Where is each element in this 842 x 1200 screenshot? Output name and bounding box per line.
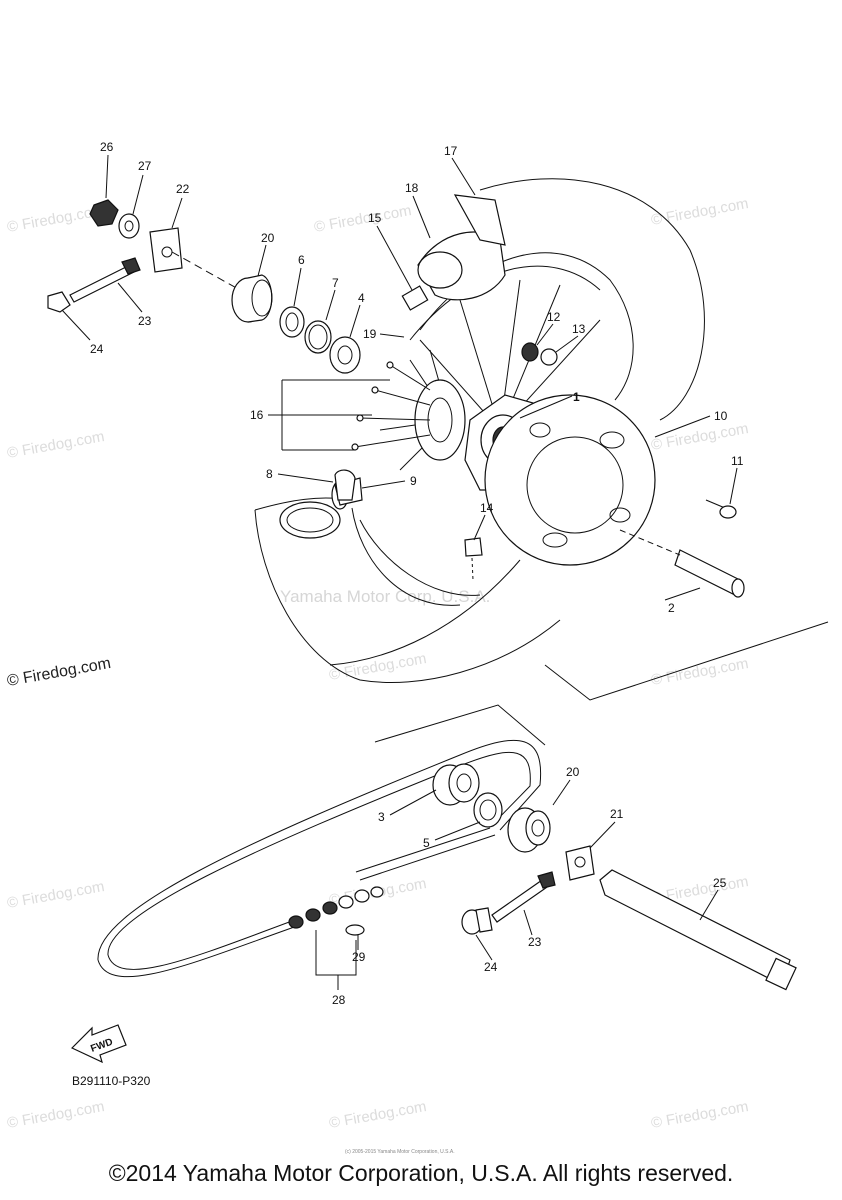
exploded-view-drawing: © Firedog.com © Firedog.com © Firedog.co… bbox=[6, 140, 829, 1155]
callouts: 26 27 22 20 6 7 4 23 24 17 18 15 19 12 1… bbox=[90, 140, 744, 1007]
diagram-code: B291110-P320 bbox=[72, 1074, 151, 1088]
callout-10: 10 bbox=[714, 409, 728, 423]
callout-7: 7 bbox=[332, 276, 339, 290]
callout-23: 23 bbox=[528, 935, 542, 949]
callout-1: 1 bbox=[573, 390, 580, 404]
watermark: © Firedog.com bbox=[6, 202, 106, 236]
callout-2: 2 bbox=[668, 601, 675, 615]
callout-22: 22 bbox=[176, 182, 190, 196]
callout-24: 24 bbox=[484, 960, 498, 974]
callout-11: 11 bbox=[731, 454, 744, 468]
callout-29: 29 bbox=[352, 950, 366, 964]
callout-24: 24 bbox=[90, 342, 104, 356]
callout-12: 12 bbox=[547, 310, 561, 324]
watermark: © Firedog.com bbox=[6, 878, 106, 912]
callout-25: 25 bbox=[713, 876, 727, 890]
callout-8: 8 bbox=[266, 467, 273, 481]
watermark: © Firedog.com bbox=[313, 202, 413, 236]
callout-28: 28 bbox=[332, 993, 346, 1007]
callout-16: 16 bbox=[250, 408, 264, 422]
assembly-outline bbox=[374, 621, 829, 746]
watermark: © Firedog.com bbox=[650, 1098, 750, 1132]
callout-27: 27 bbox=[138, 159, 152, 173]
watermark: © Firedog.com bbox=[650, 195, 750, 229]
callout-13: 13 bbox=[572, 322, 586, 336]
callout-6: 6 bbox=[298, 253, 305, 267]
watermark: © Firedog.com bbox=[6, 655, 113, 690]
copyright-notice: ©2014 Yamaha Motor Corporation, U.S.A. A… bbox=[108, 1160, 734, 1186]
callout-4: 4 bbox=[358, 291, 365, 305]
callout-15: 15 bbox=[368, 211, 382, 225]
callout-5: 5 bbox=[423, 836, 430, 850]
center-watermark: Yamaha Motor Corp. U.S.A. bbox=[280, 587, 490, 606]
watermark: © Firedog.com bbox=[6, 428, 106, 462]
small-notice: (c) 2005-2015 Yamaha Motor Corporation, … bbox=[345, 1149, 455, 1155]
callout-18: 18 bbox=[405, 181, 419, 195]
watermark: © Firedog.com bbox=[328, 1098, 428, 1132]
callout-19: 19 bbox=[363, 327, 377, 341]
callout-23: 23 bbox=[138, 314, 152, 328]
callout-14: 14 bbox=[480, 501, 494, 515]
callout-3: 3 bbox=[378, 810, 385, 824]
watermark: © Firedog.com bbox=[6, 1098, 106, 1132]
callout-9: 9 bbox=[410, 474, 417, 488]
fwd-arrow: FWD bbox=[70, 1024, 127, 1064]
callout-26: 26 bbox=[100, 140, 114, 154]
callout-21: 21 bbox=[610, 807, 624, 821]
callout-20: 20 bbox=[261, 231, 275, 245]
lower-assembly bbox=[97, 739, 797, 991]
leader-lines bbox=[61, 154, 738, 601]
watermark: © Firedog.com bbox=[328, 650, 428, 684]
watermarks: © Firedog.com © Firedog.com © Firedog.co… bbox=[6, 195, 750, 1132]
callout-20: 20 bbox=[566, 765, 580, 779]
watermark: © Firedog.com bbox=[650, 655, 750, 689]
callout-17: 17 bbox=[444, 144, 458, 158]
upper-left-parts bbox=[47, 199, 361, 539]
chain-joint bbox=[288, 886, 384, 936]
rear-wheel bbox=[254, 178, 745, 683]
watermark: © Firedog.com bbox=[650, 420, 750, 454]
